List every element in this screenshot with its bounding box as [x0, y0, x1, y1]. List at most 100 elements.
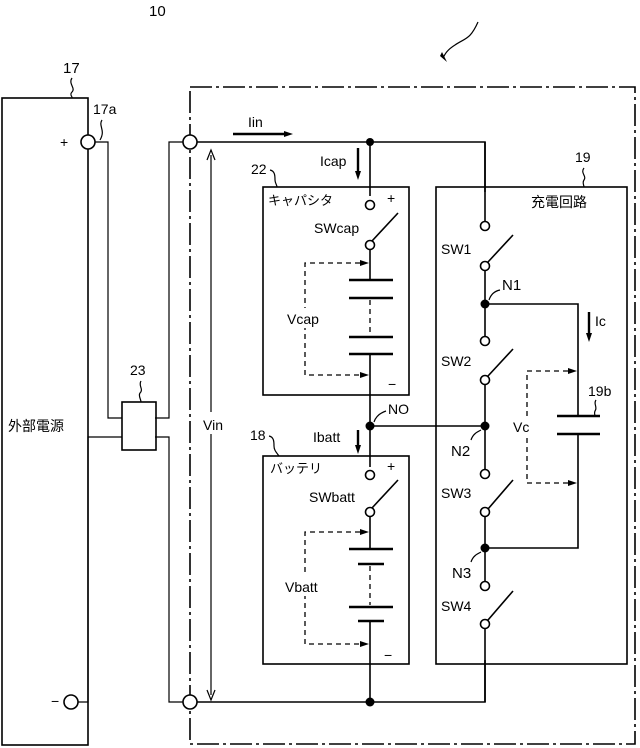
connector-ref-label: 23	[130, 362, 146, 378]
plus-terminal-sign: +	[60, 134, 68, 150]
swbatt-blade	[371, 479, 399, 509]
battery-plus-sign: +	[387, 458, 395, 474]
charge-capacitor-ref: 19b	[588, 383, 612, 399]
sw4-blade	[487, 590, 514, 621]
bottom-junction-dot	[365, 697, 375, 707]
capacitor-block-name: キャパシタ	[268, 194, 333, 209]
vbatt-label-bg	[284, 576, 334, 596]
terminal-ref-label: 17a	[93, 101, 117, 117]
input-voltage-label: Vin	[203, 417, 223, 433]
sw2-blade	[487, 348, 514, 377]
system-boundary	[189, 86, 636, 745]
battery-voltage-arrowhead-top	[360, 529, 369, 535]
charge-capacitor-ref-leader	[593, 399, 597, 417]
sw1-blade	[487, 234, 514, 263]
swbatt-top-contact	[364, 469, 376, 481]
system-ref-label: 10	[149, 3, 166, 20]
swbatt-bottom-contact	[364, 506, 376, 518]
external-power-ref-label: 17	[63, 60, 80, 77]
battery-block-name: バッテリ	[270, 462, 322, 477]
battery-switch-label: SWbatt	[309, 489, 355, 505]
capacitor-block-ref: 22	[251, 161, 267, 177]
sw4-bottom-contact	[479, 618, 491, 630]
node-n0-label: NO	[388, 401, 409, 417]
battery-voltage-arrowhead-bottom	[360, 641, 369, 647]
swcap-bottom-contact	[364, 239, 376, 251]
node-n1-leader	[488, 289, 501, 301]
ext-minus-terminal	[63, 694, 79, 710]
battery-current-arrowhead	[355, 445, 361, 454]
charge-capacitor-voltage-label: Vc	[513, 419, 529, 435]
capacitor-minus-sign: −	[388, 376, 396, 392]
capacitor-voltage-label: Vcap	[287, 311, 319, 327]
sw3-bottom-contact	[479, 506, 491, 518]
charge-current-label: Ic	[595, 313, 606, 329]
connector-23	[121, 401, 157, 451]
battery-block	[262, 455, 410, 665]
input-voltage-arrowhead-bottom	[206, 689, 216, 702]
swcap-top-contact	[364, 199, 376, 211]
battery-block-ref: 18	[250, 427, 266, 443]
node-n3-dot	[480, 543, 490, 553]
node-n0-leader	[373, 410, 387, 423]
capacitor-voltage-arrowhead-top	[360, 260, 369, 266]
charging-circuit-block	[435, 186, 628, 665]
node-n3-leader	[470, 551, 482, 563]
cap-19b-to-n3-wire	[485, 434, 579, 549]
sw3-top-contact	[479, 468, 491, 480]
input-current-arrowhead	[284, 131, 293, 137]
sw4-label: SW4	[441, 598, 472, 614]
charge-capacitor-voltage-arrowhead-top	[568, 368, 577, 374]
sw1-label: SW1	[441, 241, 472, 257]
capacitor-voltage-arrowhead-bottom	[360, 372, 369, 378]
capacitor-block	[262, 186, 410, 396]
external-power-ref-leader	[70, 77, 74, 99]
charging-circuit-name: 充電回路	[531, 195, 587, 211]
system-ref-arrowhead	[440, 52, 447, 62]
charge-capacitor-voltage-arrowhead-bottom	[568, 480, 577, 486]
input-voltage-arrowhead-top	[206, 148, 216, 161]
capacitor-switch-label: SWcap	[314, 220, 359, 236]
node-n3-label: N3	[452, 565, 471, 582]
battery-voltage-label: Vbatt	[285, 579, 318, 595]
vcap-label-bg	[286, 308, 330, 328]
terminal-ref-leader	[99, 119, 103, 141]
vc-label-bg	[512, 416, 538, 434]
cable-plus-wire	[95, 141, 122, 419]
system-ref-leader	[442, 21, 479, 59]
charge-current-arrowhead	[586, 333, 592, 342]
sw2-bottom-contact	[479, 374, 491, 386]
charging-circuit-ref: 19	[575, 149, 591, 165]
charging-circuit-ref-leader	[582, 167, 586, 188]
sys-plus-terminal	[182, 134, 198, 150]
battery-minus-sign: −	[384, 647, 392, 663]
sw2-label: SW2	[441, 353, 472, 369]
bottom-rail	[197, 660, 486, 703]
sw3-blade	[487, 479, 514, 510]
sw2-top-contact	[479, 335, 491, 347]
sys-minus-terminal	[182, 694, 198, 710]
node-n2-dot	[480, 421, 490, 431]
connector-ref-leader	[138, 380, 143, 403]
external-power-name: 外部電源	[8, 419, 64, 435]
sw4-top-contact	[479, 580, 491, 592]
sw1-top-contact	[479, 220, 491, 232]
capacitor-current-arrowhead	[355, 171, 361, 180]
capacitor-current-label: Icap	[320, 153, 347, 169]
minus-terminal-sign: −	[51, 693, 59, 709]
cable-minus-wire	[78, 436, 122, 703]
battery-block-ref-leader	[268, 435, 280, 457]
sw1-bottom-contact	[479, 260, 491, 272]
capacitor-block-ref-leader	[269, 169, 278, 188]
n1-to-19b-wire	[485, 303, 579, 416]
node-n2-leader	[470, 429, 482, 441]
ext-plus-terminal	[80, 134, 96, 150]
vin-label-bg	[200, 412, 236, 434]
input-current-label: Iin	[248, 114, 263, 130]
swcap-blade	[371, 212, 399, 242]
cable-plus-wire-right	[155, 141, 183, 419]
node-n1-label: N1	[502, 277, 521, 294]
external-power-block	[1, 97, 89, 746]
charge-capacitor-voltage-bracket	[526, 370, 568, 484]
